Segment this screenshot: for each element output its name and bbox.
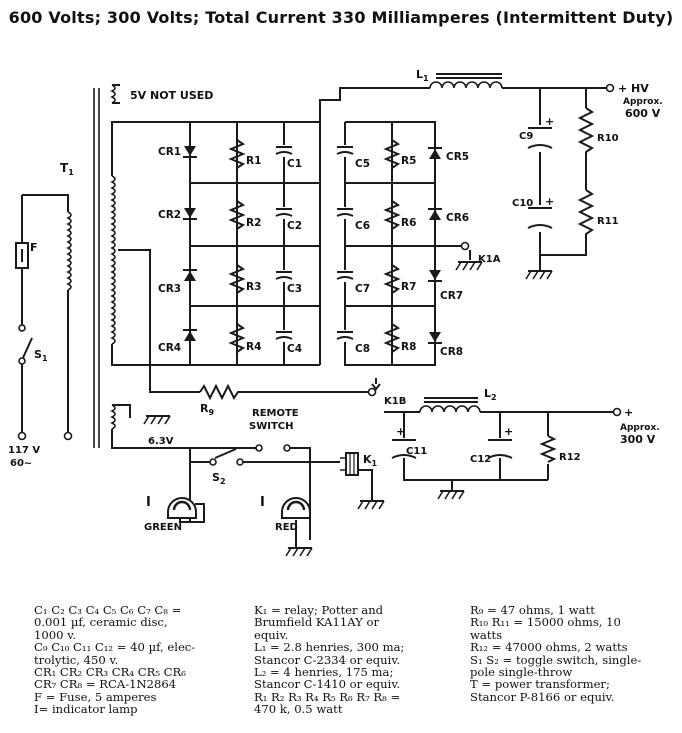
- k1a-label: K1A: [478, 254, 501, 265]
- l1-choke: L1: [416, 68, 503, 89]
- r9-label: R9: [200, 402, 214, 417]
- k1a-contact: [460, 241, 470, 251]
- lv-output-terminal: [612, 407, 622, 417]
- control-circuit: 6.3V S2 REMOTE SWITCH K1 I GREEN I RED: [110, 404, 385, 557]
- svg-text:R11: R11: [597, 216, 619, 227]
- svg-text:C8: C8: [355, 343, 370, 355]
- svg-text:R5: R5: [401, 155, 416, 167]
- legend-col-1: C₁ C₂ C₃ C₄ C₅ C₆ C₇ C₈ = 0.001 µf, cera…: [34, 603, 196, 717]
- s1-label: S1: [34, 348, 48, 363]
- svg-text:CR8: CR8: [440, 346, 463, 358]
- svg-text:R10: R10: [597, 133, 619, 144]
- mains-terminal-2: [63, 431, 73, 441]
- transformer-core: T1: [60, 88, 100, 448]
- primary-circuit: F S1 117 V 60~: [8, 194, 73, 469]
- svg-text:C12: C12: [470, 454, 491, 465]
- svg-text:C2: C2: [287, 220, 302, 232]
- primary-winding: [66, 211, 72, 291]
- red-label: RED: [275, 522, 298, 533]
- svg-text:C1: C1: [287, 158, 302, 170]
- svg-text:300 V: 300 V: [620, 433, 656, 446]
- s2-label: S2: [212, 471, 226, 486]
- schematic: F S1 117 V 60~ T1 5V NOT USED: [8, 68, 663, 557]
- svg-text:+: +: [545, 115, 554, 128]
- svg-text:CR6: CR6: [446, 212, 469, 224]
- svg-text:C9: C9: [519, 131, 533, 142]
- svg-text:R1: R1: [246, 155, 261, 167]
- switch-label: SWITCH: [249, 421, 293, 432]
- diagram-title: 600 Volts; 300 Volts; Total Current 330 …: [8, 8, 674, 27]
- legend-col-2: K₁ = relay; Potter and Brumfield KA11AY …: [254, 603, 405, 717]
- svg-text:CR7: CR7: [440, 290, 463, 302]
- svg-text:+: +: [396, 425, 405, 438]
- green-lamp: [167, 497, 197, 519]
- svg-text:C10: C10: [512, 198, 533, 209]
- svg-text:C11: C11: [406, 446, 427, 457]
- k1-label: K1: [363, 453, 378, 468]
- hv-output-terminal: [605, 83, 615, 93]
- k1b-label: K1B: [384, 396, 406, 407]
- relay-k1-coil: [345, 452, 359, 476]
- fuse-label: F: [30, 241, 38, 254]
- svg-text:Approx.: Approx.: [620, 423, 660, 433]
- svg-text:R12: R12: [559, 452, 581, 463]
- mains-frequency-label: 60~: [10, 458, 32, 469]
- ladder-resistors: [228, 139, 401, 353]
- green-label: GREEN: [144, 522, 182, 533]
- remote-label: REMOTE: [252, 408, 299, 419]
- svg-text:C4: C4: [287, 343, 302, 355]
- svg-text:I: I: [260, 495, 265, 510]
- svg-text:C6: C6: [355, 220, 370, 232]
- mains-voltage-label: 117 V: [8, 445, 40, 456]
- s1-switch-arm: [21, 337, 33, 361]
- svg-text:C3: C3: [287, 283, 302, 295]
- svg-text:R4: R4: [246, 341, 261, 353]
- k1b-contact: [367, 387, 377, 397]
- filament-winding-5v: 5V NOT USED: [110, 84, 213, 104]
- svg-text:R2: R2: [246, 217, 261, 229]
- t1-label: T1: [60, 161, 74, 177]
- svg-text:R3: R3: [246, 281, 261, 293]
- not-used-label: 5V NOT USED: [130, 89, 213, 102]
- ladder-capacitors: [275, 145, 354, 342]
- l2-label: L2: [484, 387, 497, 402]
- svg-text:R7: R7: [401, 281, 416, 293]
- svg-text:R6: R6: [401, 217, 416, 229]
- svg-text:+: +: [545, 195, 554, 208]
- diodes: [183, 146, 442, 344]
- 6v3-label: 6.3V: [148, 436, 174, 447]
- svg-text:C5: C5: [355, 158, 370, 170]
- svg-text:+: +: [624, 406, 633, 419]
- svg-text:R8: R8: [401, 341, 416, 353]
- red-lamp: [281, 497, 311, 519]
- svg-text:600 V: 600 V: [625, 107, 661, 120]
- svg-text:Approx.: Approx.: [623, 97, 663, 107]
- svg-text:CR1: CR1: [158, 146, 181, 158]
- hv-secondary-winding: [110, 121, 200, 393]
- mains-terminal-1: [17, 431, 27, 441]
- lv-filter: R9 K1B L2 + C11 + C12 R12 + Approx. 300 …: [199, 378, 660, 500]
- s2-switch-arm: [214, 448, 237, 459]
- hv-output-label: + HV: [618, 82, 649, 95]
- svg-text:I: I: [146, 495, 151, 510]
- ladder-labels: CR1 CR2 CR3 CR4 CR5 CR6 CR7 CR8 R1 R2 R3…: [158, 146, 469, 358]
- hv-filter: C9 + C10 + R10 R11 + HV Approx. 600 V: [502, 82, 663, 280]
- svg-text:CR3: CR3: [158, 283, 181, 295]
- l1-label: L1: [416, 68, 429, 83]
- svg-text:+: +: [504, 425, 513, 438]
- svg-text:CR4: CR4: [158, 342, 181, 354]
- svg-text:CR2: CR2: [158, 209, 181, 221]
- svg-text:CR5: CR5: [446, 151, 469, 163]
- svg-text:C7: C7: [355, 283, 370, 295]
